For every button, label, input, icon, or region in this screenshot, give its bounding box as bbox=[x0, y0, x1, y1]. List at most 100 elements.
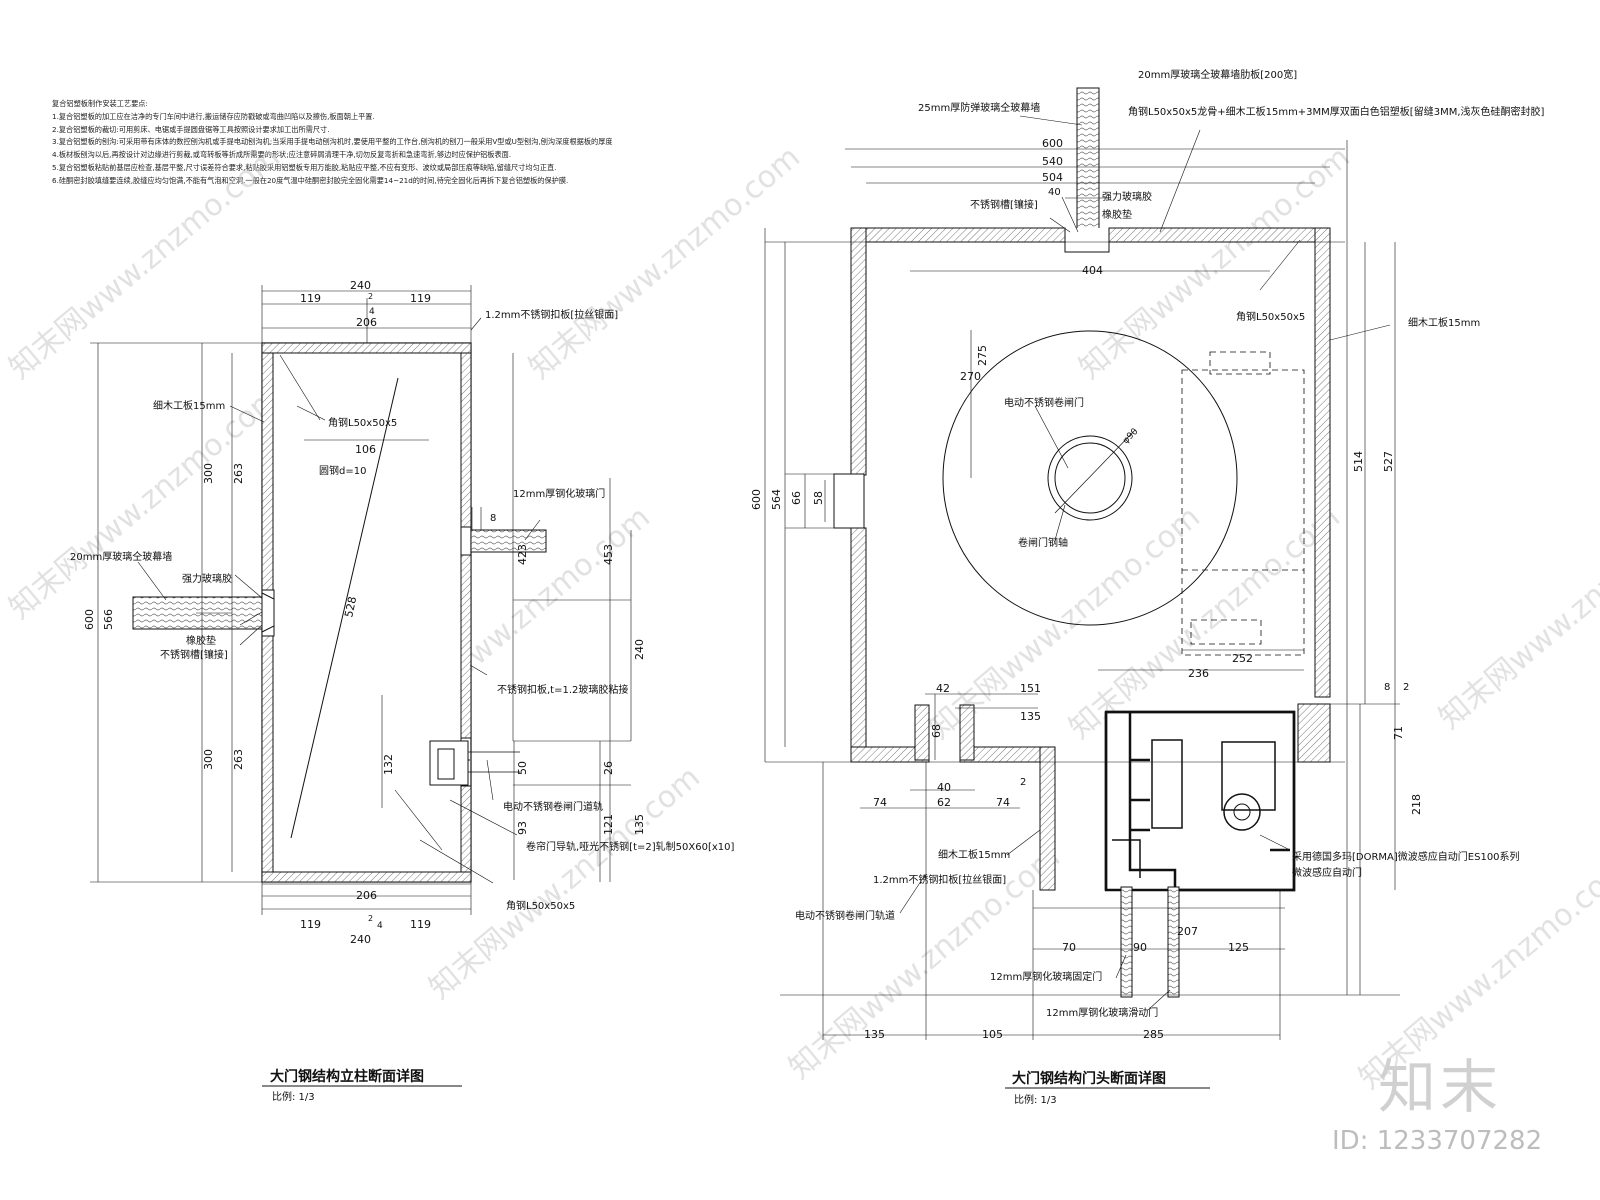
bottom-wall-post bbox=[1039, 746, 1056, 891]
dim-240-bot: 240 bbox=[350, 933, 371, 946]
dim-2-bot: 2 bbox=[368, 914, 373, 923]
label-guide-rail: 卷帘门导轨,哑光不锈钢[t=2]轧制50X60[x10] bbox=[526, 840, 734, 853]
roller-shaft-inner bbox=[1054, 442, 1126, 514]
dim-119-br: 119 bbox=[410, 918, 431, 931]
dim-423: 423 bbox=[516, 544, 529, 565]
right-dimension-lines bbox=[764, 140, 1400, 1040]
left-wall-lower bbox=[850, 527, 867, 763]
dim-90-b: 90 bbox=[1133, 941, 1147, 954]
dim-93: 93 bbox=[516, 821, 529, 835]
left-wall-top bbox=[261, 342, 274, 599]
label-sliding-door: 12mm厚钢化玻璃滑动门 bbox=[1046, 1006, 1158, 1019]
dim-527: 527 bbox=[1382, 451, 1395, 472]
dim-40: 40 bbox=[1048, 187, 1061, 198]
label-track: 电动不锈钢卷闸门轨道 bbox=[795, 909, 895, 922]
bottom-right-block bbox=[1297, 703, 1331, 763]
dim-453: 453 bbox=[602, 544, 615, 565]
dim-206-bot: 206 bbox=[356, 889, 377, 902]
label-frame-spec: 角钢L50x50x5龙骨+细木工板15mm+3MM厚双面白色铝塑板[留缝3MM,… bbox=[1128, 105, 1544, 118]
dim-564: 564 bbox=[770, 489, 783, 510]
dim-206-top: 206 bbox=[356, 316, 377, 329]
dim-106: 106 bbox=[355, 443, 376, 456]
left-leader-lines bbox=[137, 317, 541, 884]
left-column-section bbox=[90, 285, 632, 915]
tempered-glass-door bbox=[470, 529, 547, 553]
dim-218: 218 bbox=[1410, 794, 1423, 815]
dim-528: 528 bbox=[342, 595, 359, 618]
dim-263-bot: 263 bbox=[232, 749, 245, 770]
notes-title: 复合铝塑板制作安装工艺要点: bbox=[52, 99, 148, 108]
label-strong-glue: 强力玻璃胶 bbox=[182, 572, 232, 585]
right-header-section bbox=[764, 87, 1400, 1040]
dim-105: 105 bbox=[982, 1028, 1003, 1041]
fixed-glass-door bbox=[1120, 886, 1133, 998]
label-angle-steel-r: 角钢L50x50x5 bbox=[1236, 310, 1305, 323]
label-shaft: 卷闸门钢轴 bbox=[1018, 536, 1068, 549]
right-wall bbox=[1314, 227, 1331, 698]
left-drawing-scale: 比例: 1/3 bbox=[272, 1090, 315, 1103]
dim-42: 42 bbox=[936, 682, 950, 695]
watermark-text: 知末网www.znzmo.com bbox=[1073, 140, 1357, 386]
motor-outline bbox=[1181, 351, 1305, 656]
dim-285: 285 bbox=[1143, 1028, 1164, 1041]
label-rib: 20mm厚玻璃仝玻幕墙肋板[200宽] bbox=[1138, 68, 1297, 81]
dim-275: 275 bbox=[976, 345, 989, 366]
watermark-text: 知末网www.znzmo.com bbox=[523, 140, 807, 386]
dim-270: 270 bbox=[960, 370, 981, 383]
label-tempered-glass-door: 12mm厚钢化玻璃门 bbox=[513, 487, 605, 500]
dim-62: 62 bbox=[937, 796, 951, 809]
dim-240-r: 240 bbox=[633, 639, 646, 660]
dim-600-v: 600 bbox=[750, 489, 763, 510]
dim-566: 566 bbox=[102, 609, 115, 630]
dim-135: 135 bbox=[1020, 710, 1041, 723]
dim-74-l: 74 bbox=[873, 796, 887, 809]
dim-240-top: 240 bbox=[350, 279, 371, 292]
roller-shaft-outer bbox=[1047, 435, 1133, 521]
sliding-glass-door bbox=[1167, 886, 1180, 998]
right-wall-bottom bbox=[460, 785, 472, 883]
right-drawing-title: 大门钢结构门头断面详图 bbox=[1012, 1070, 1166, 1087]
right-wall-top bbox=[460, 342, 472, 528]
round-steel-rod bbox=[290, 377, 399, 839]
dim-8: 8 bbox=[490, 513, 496, 524]
left-drawing-title: 大门钢结构立柱断面详图 bbox=[270, 1068, 424, 1085]
dim-71: 71 bbox=[1392, 726, 1405, 740]
dim-2-b: 2 bbox=[1020, 777, 1026, 788]
dim-58: 58 bbox=[812, 491, 825, 505]
label-angle-steel-bot: 角钢L50x50x5 bbox=[506, 899, 575, 912]
dim-50: 50 bbox=[516, 761, 529, 775]
document-id: ID: 1233707282 bbox=[1332, 1126, 1543, 1156]
label-dorma-2: 微波感应自动门 bbox=[1292, 866, 1362, 879]
bottom-wall bbox=[261, 871, 472, 883]
top-wall bbox=[261, 342, 472, 354]
dim-540: 540 bbox=[1042, 155, 1063, 168]
dim-236: 236 bbox=[1188, 667, 1209, 680]
dim-8-r: 8 bbox=[1384, 682, 1390, 693]
dim-70: 70 bbox=[1062, 941, 1076, 954]
dim-125: 125 bbox=[1228, 941, 1249, 954]
left-wall-upper bbox=[850, 227, 867, 476]
label-stainless-plate-r: 1.2mm不锈钢扣板[拉丝银面] bbox=[873, 873, 1006, 886]
dim-514: 514 bbox=[1352, 451, 1365, 472]
glass-rib bbox=[1076, 87, 1100, 239]
brand-watermark: 知末 bbox=[1378, 1053, 1503, 1121]
watermark-text: 知末网www.znzmo.com bbox=[3, 380, 287, 626]
label-stainless-top: 1.2mm不锈钢扣板[拉丝银面] bbox=[485, 308, 618, 321]
label-stainless-groove: 不锈钢槽[镶接] bbox=[160, 648, 228, 661]
dim-207: 207 bbox=[1177, 925, 1198, 938]
label-dorma-1: 采用德国多玛[DORMA]微波感应自动门ES100系列 bbox=[1292, 850, 1520, 863]
dim-119-tl: 119 bbox=[300, 292, 321, 305]
dim-504: 504 bbox=[1042, 171, 1063, 184]
label-roller-door: 电动不锈钢卷闸门 bbox=[1004, 396, 1084, 409]
dim-phi90: φ90 bbox=[1121, 427, 1141, 447]
label-angle-steel: 角钢L50x50x5 bbox=[328, 416, 397, 429]
dim-600: 600 bbox=[83, 609, 96, 630]
note-item: 5.复合铝塑板粘贴前基层应检查,基层平整,尺寸误差符合要求,粘贴胶采用铝塑板专用… bbox=[52, 162, 557, 172]
dim-40-b: 40 bbox=[937, 781, 951, 794]
roller-drum bbox=[942, 330, 1238, 626]
label-rail: 电动不锈钢卷闸门道轨 bbox=[503, 800, 603, 813]
dim-121: 121 bbox=[602, 814, 615, 835]
dim-2-top: 2 bbox=[368, 292, 373, 301]
dim-4-top: 4 bbox=[369, 307, 375, 317]
